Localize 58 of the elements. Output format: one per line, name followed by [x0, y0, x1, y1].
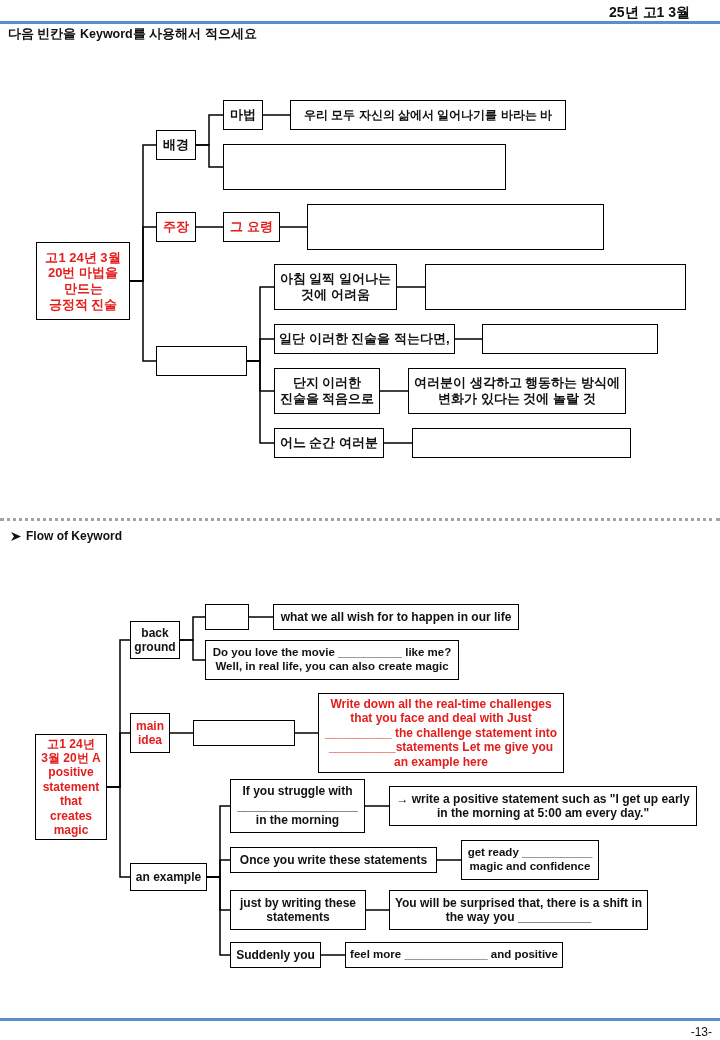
- phrase-box: Write down all the real-time challenges that you face and deal with Just __________ the challenge statement into __________statements Let me give you an example here: [318, 693, 564, 773]
- answer-box: [156, 346, 247, 376]
- connector-line: [279, 226, 308, 228]
- answer-box: [412, 428, 631, 458]
- connector-line: [436, 859, 462, 861]
- phrase-box: feel more _____________ and positive: [345, 942, 563, 968]
- connector-line: [454, 338, 483, 340]
- phrase-box: 일단 이러한 진술을 적는다면,: [274, 324, 455, 354]
- phrase-box: Once you write these statements: [230, 847, 437, 873]
- connector-line: [294, 732, 319, 734]
- phrase-box: → write a positive statement such as "I get up early in the morning at 5:00 am every day.": [389, 786, 697, 826]
- topic-box: 고1 24년 3월 20번 마법을 만드는 긍정적 진술: [36, 242, 130, 320]
- connector-line: [195, 144, 224, 168]
- answer-box: [193, 720, 295, 746]
- answer-box: [482, 324, 658, 354]
- category-box: 주장: [156, 212, 196, 242]
- phrase-box: 여러분이 생각하고 행동하는 방식에 변화가 있다는 것에 놀랄 것: [408, 368, 626, 414]
- connector-line: [169, 732, 194, 734]
- instruction-text: 다음 빈칸을 Keyword를 사용해서 적으세요: [8, 27, 257, 42]
- phrase-box: 아침 일찍 일어나는 것에 어려움: [274, 264, 397, 310]
- connector-line: [396, 286, 426, 288]
- answer-box: [307, 204, 604, 250]
- phrase-box: 단지 이러한 진술을 적음으로: [274, 368, 380, 414]
- page-number: -13-: [690, 1025, 712, 1040]
- connector-line: [248, 616, 274, 618]
- phrase-box: get ready ___________ magic and confidence: [461, 840, 599, 880]
- connector-line: [195, 226, 224, 228]
- connector-line: [106, 786, 131, 878]
- phrase-box: 우리 모두 자신의 삶에서 일어나기를 바라는 바: [290, 100, 566, 130]
- phrase-box: what we all wish for to happen in our life: [273, 604, 519, 630]
- connector-line: [206, 876, 231, 956]
- answer-box: [205, 604, 249, 630]
- category-box: main idea: [130, 713, 170, 753]
- answer-box: [425, 264, 686, 310]
- connector-line: [379, 390, 409, 392]
- keyword-box: 그 요령: [223, 212, 280, 242]
- phrase-box: Do you love the movie __________ like me? Well, in real life, you can also create magic: [205, 640, 459, 680]
- topic-box: 고1 24년 3월 20번 A positive statement that creates magic: [35, 734, 107, 840]
- connector-line: [179, 639, 206, 661]
- phrase-box: If you struggle with __________________ in the morning: [230, 779, 365, 833]
- phrase-box: You will be surprised that, there is a shift in the way you ___________: [389, 890, 648, 930]
- phrase-box: Suddenly you: [230, 942, 321, 968]
- connector-line: [365, 909, 390, 911]
- header-text: 25년 고1 3월: [609, 4, 690, 21]
- connector-line: [364, 805, 390, 807]
- phrase-box: just by writing these statements: [230, 890, 366, 930]
- category-box: back ground: [130, 621, 180, 659]
- connector-line: [129, 280, 157, 362]
- section-heading: Flow of Keyword: [26, 529, 122, 544]
- connector-line: [246, 360, 275, 444]
- connector-line: [262, 114, 291, 116]
- connector-line: [383, 442, 413, 444]
- category-box: an example: [130, 863, 207, 891]
- category-box: 배경: [156, 130, 196, 160]
- phrase-box: 어느 순간 여러분: [274, 428, 384, 458]
- answer-box: [223, 144, 506, 190]
- keyword-box: 마법: [223, 100, 263, 130]
- connector-line: [320, 954, 346, 956]
